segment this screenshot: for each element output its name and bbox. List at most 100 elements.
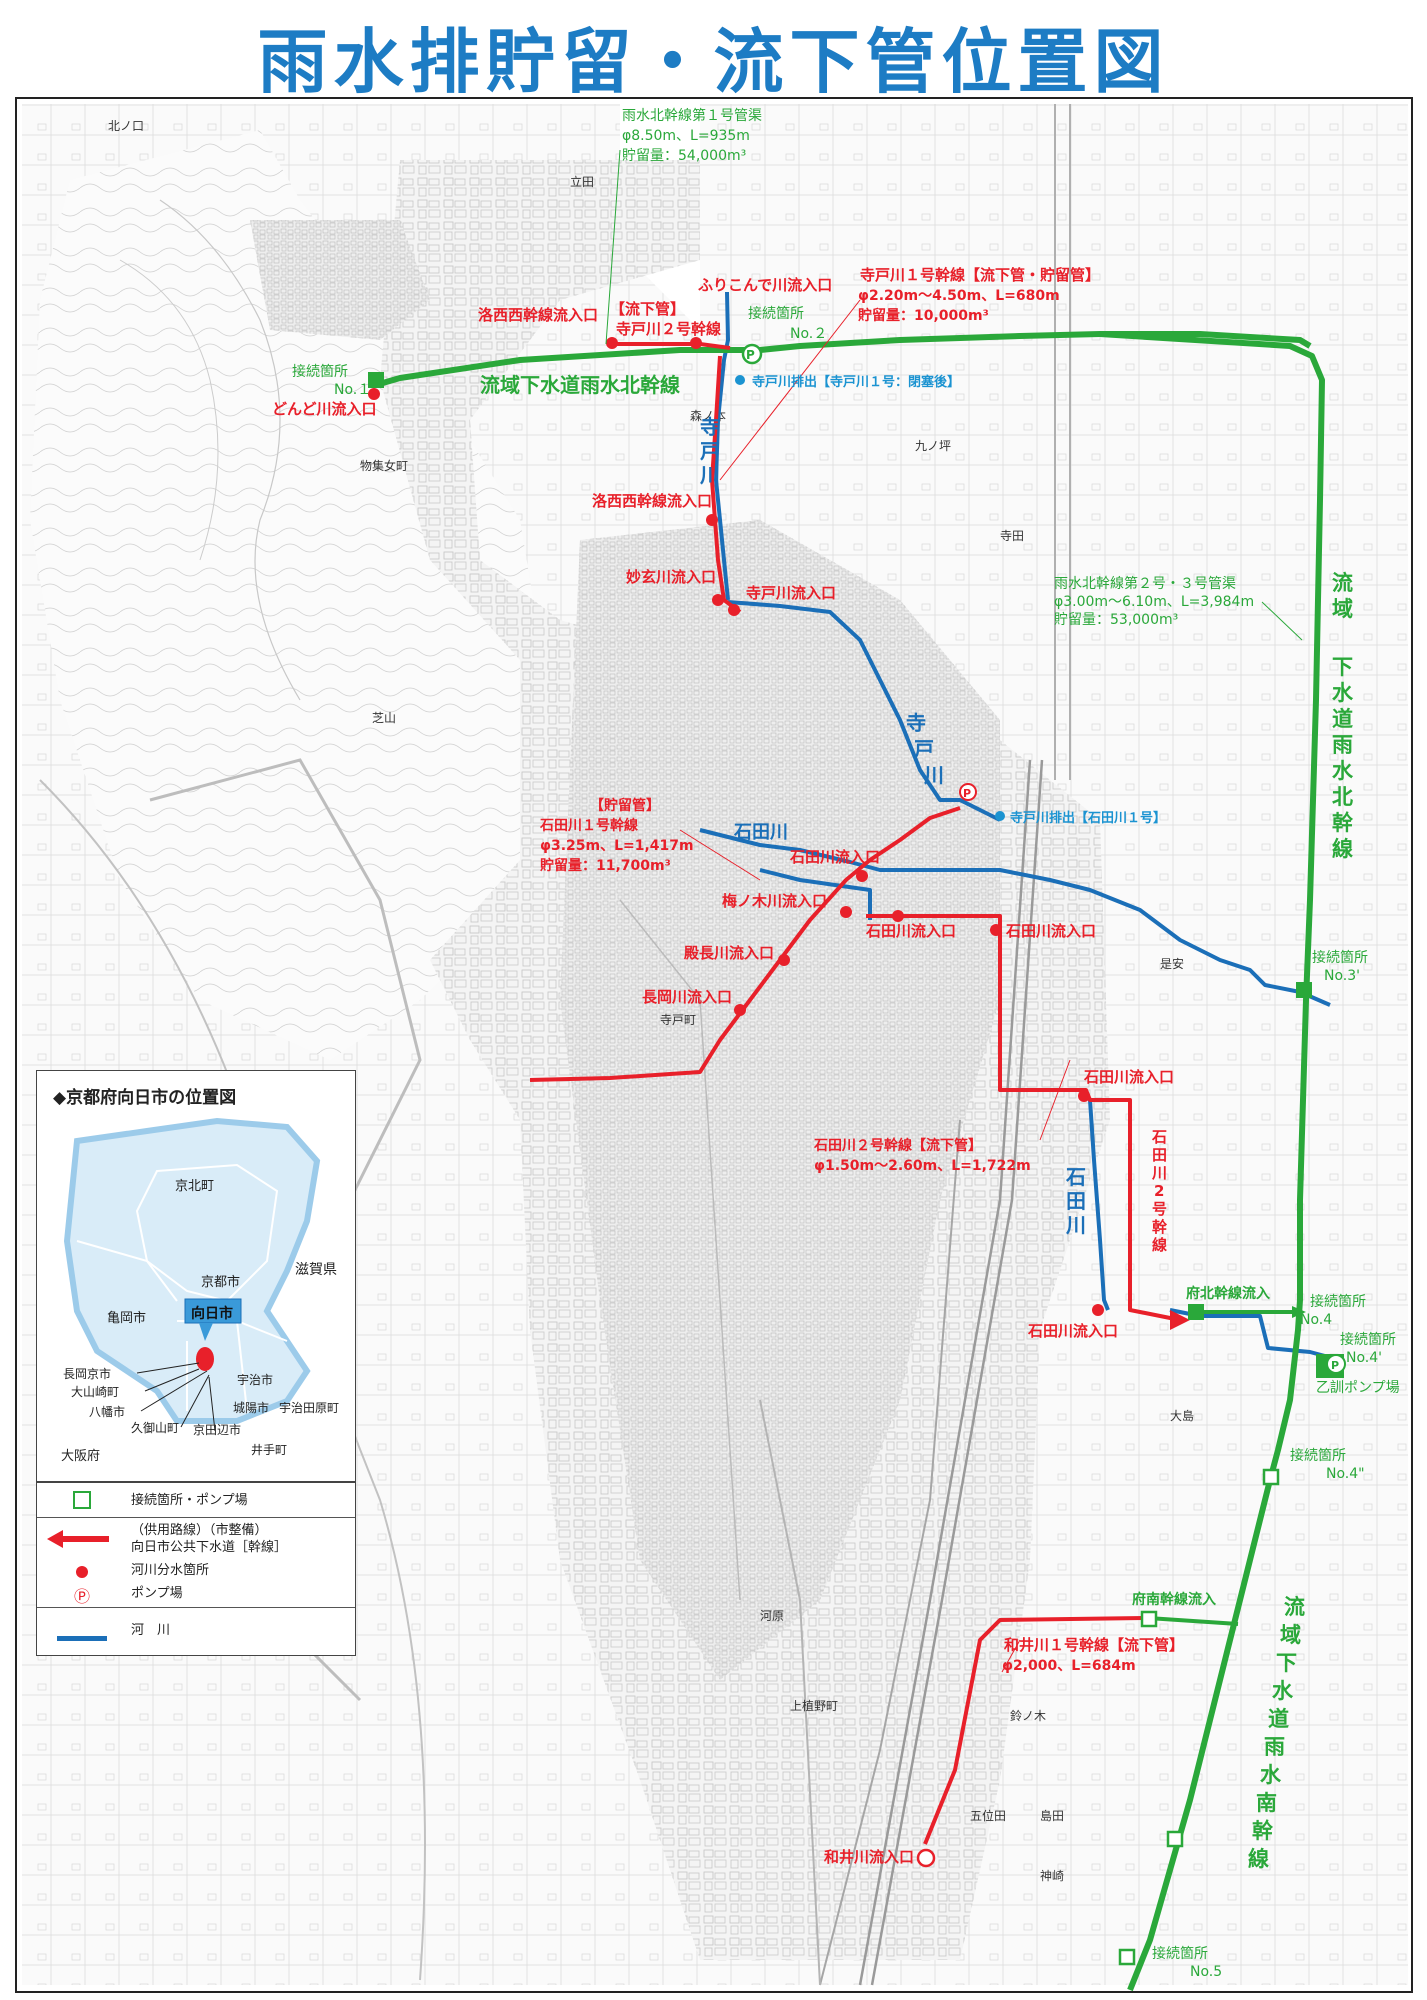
inset-label-nagaokakyo: 長岡京市 [63, 1367, 112, 1381]
inset-label-uji: 宇治市 [237, 1373, 274, 1387]
label-ryuiki-north: 流域下水道雨水北幹線 [480, 373, 680, 397]
label-n23-line2: φ3.00m～6.10m、L=3,984m [1054, 594, 1254, 610]
diversion-ishida-a [856, 870, 868, 882]
place-label: 寺戸町 [660, 1013, 696, 1027]
label-myogen: 妙玄川流入口 [626, 568, 716, 586]
diversion-rakusai [706, 514, 718, 526]
inset-label-oyamazaki: 大山崎町 [71, 1385, 120, 1399]
svg-text:水: 水 [1260, 1763, 1282, 1787]
diversion-ishida-e [1092, 1304, 1104, 1316]
outlet-ishida-dot [995, 811, 1005, 821]
diversion-ishida-b [892, 910, 904, 922]
legend-row-diversion: 河川分水箇所 [37, 1559, 355, 1581]
inset-label-kyoto: 京都市 [201, 1275, 241, 1290]
label-conn5-line2: No.5 [1190, 1964, 1222, 1980]
label-terado1-line3: 貯留量：10,000m³ [858, 307, 989, 324]
terado2-line [612, 342, 731, 350]
label-conn4b-line1: 接続箇所 [1340, 1331, 1396, 1348]
label-ishida-inlet-e: 石田川流入口 [1027, 1322, 1118, 1340]
svg-text:北: 北 [1332, 785, 1353, 809]
inset-label-kameoka: 亀岡市 [107, 1311, 147, 1326]
inset-label-shiga: 滋賀県 [295, 1262, 337, 1278]
place-label: 上植野町 [790, 1698, 838, 1713]
pump-otokuni [1326, 1354, 1346, 1374]
legend-row-pump: Ⓟ ポンプ場 [37, 1581, 355, 1607]
diversion-rakusai-nishi [606, 337, 618, 349]
diversion-myogen [712, 594, 724, 606]
label-ryuiki-north-vertical: 流 域 下 水 道 雨 水 北 幹 線 [1332, 571, 1354, 861]
label-river-terado-mid: 寺 戸 川 [906, 711, 944, 787]
place-label: 河原 [760, 1609, 784, 1623]
leader-lines [605, 149, 1303, 1673]
svg-text:雨: 雨 [1332, 733, 1353, 757]
label-conn4b-line2: No.4' [1346, 1350, 1382, 1366]
legend-diversion-text: 河川分水箇所 [131, 1563, 210, 1578]
place-label: 寺田 [1000, 529, 1024, 543]
inset-label-osaka: 大阪府 [61, 1449, 101, 1464]
svg-text:域: 域 [1280, 1623, 1301, 1647]
pump-icon: Ⓟ [73, 1587, 90, 1606]
inset-label-joyo: 城陽市 [233, 1401, 270, 1415]
label-conn3-line1: 接続箇所 [1312, 949, 1368, 966]
north-trunk-east [1099, 331, 1325, 1481]
place-label: 五位田 [970, 1808, 1006, 1823]
label-river-terado-top: 寺 戸 川 [699, 415, 720, 487]
svg-text:川: 川 [1151, 1164, 1167, 1182]
label-umenoki: 梅ノ木川流入口 [722, 892, 827, 910]
svg-text:道: 道 [1332, 707, 1353, 731]
svg-text:南: 南 [1256, 1791, 1277, 1815]
connection-no3 [1296, 982, 1312, 998]
label-conn4c-line1: 接続箇所 [1290, 1447, 1346, 1464]
label-ryuiki-south-vertical: 流 域 下 水 道 雨 水 南 幹 線 [1248, 1595, 1305, 1871]
svg-text:川: 川 [923, 763, 944, 787]
svg-text:戸: 戸 [914, 737, 934, 761]
south-trunk-line [1127, 1479, 1273, 1992]
river-ishida-branch [759, 868, 872, 920]
inset-label-yawata: 八幡市 [89, 1405, 126, 1419]
label-wai1-line2: φ2,000、L=684m [1002, 1658, 1136, 1674]
ishida2-arrow-head [1170, 1310, 1190, 1330]
diversion-ishida-c [990, 924, 1002, 936]
place-label: 九ノ坪 [915, 439, 951, 453]
river-line-icon [47, 1626, 117, 1645]
svg-text:下: 下 [1276, 1651, 1297, 1675]
place-label: 是安 [1160, 956, 1184, 971]
legend: 接続箇所・ポンプ場 （供用路線）（市整備） 向日市公共下水道［幹線］ 河川分水箇… [36, 1482, 356, 1656]
legend-row-main: （供用路線）（市整備） 向日市公共下水道［幹線］ [37, 1517, 355, 1560]
svg-text:石: 石 [1065, 1165, 1086, 1189]
pump-terado [741, 343, 763, 365]
label-ishida-inlet-d: 石田川流入口 [1083, 1068, 1174, 1086]
diversion-terado [728, 604, 740, 616]
label-terado1-line1: 寺戸川１号幹線【流下管・貯留管】 [860, 266, 1100, 284]
label-fuhoku: 府北幹線流入 [1186, 1285, 1270, 1302]
place-label: 大島 [1170, 1408, 1194, 1423]
label-ishida-storage-1: 【貯留管】 [590, 797, 660, 814]
label-ishida-inlet-a: 石田川流入口 [789, 848, 880, 866]
label-ishida-storage-2: 石田川１号幹線 [539, 817, 638, 834]
label-river-ishida-top: 石田川 [733, 822, 788, 843]
svg-text:水: 水 [1272, 1679, 1294, 1703]
label-ishida2-vertical: 石 田 川 2 号 幹 線 [1151, 1128, 1168, 1254]
label-ishida-outlet: 寺戸川排出【石田川１号】 [1010, 810, 1166, 826]
label-rakusai-kansen: 洛西西幹線流入口 [592, 492, 712, 510]
svg-text:域: 域 [1332, 597, 1353, 621]
svg-text:寺: 寺 [906, 711, 926, 735]
svg-text:幹: 幹 [1152, 1218, 1168, 1236]
svg-text:線: 線 [1332, 837, 1353, 861]
legend-connection-text: 接続箇所・ポンプ場 [131, 1493, 248, 1508]
diversion-ishida-d [1078, 1090, 1090, 1102]
connection-south-mid [1166, 1830, 1184, 1848]
svg-text:流: 流 [1284, 1595, 1305, 1619]
inset-label-ujitawara: 宇治田原町 [279, 1401, 340, 1415]
label-conn4-line1: 接続箇所 [1310, 1293, 1366, 1310]
connection-no4 [1188, 1304, 1204, 1320]
label-furikonde: ふりこんで川流入口 [698, 276, 832, 294]
river-ishida-upper [699, 828, 1331, 1007]
label-n23-line1: 雨水北幹線第２号・３号管渠 [1054, 575, 1236, 592]
label-conn4-line2: No.4 [1300, 1312, 1332, 1328]
label-conn4c-line2: No.4" [1326, 1466, 1365, 1482]
svg-text:道: 道 [1268, 1707, 1289, 1731]
legend-main-line1: （供用路線）（市整備） [131, 1523, 268, 1538]
label-ishida2-line1: 石田川２号幹線【流下管】 [813, 1137, 982, 1154]
label-terado-outlet: 寺戸川排出【寺戸川１号：閉塞後】 [752, 374, 960, 390]
